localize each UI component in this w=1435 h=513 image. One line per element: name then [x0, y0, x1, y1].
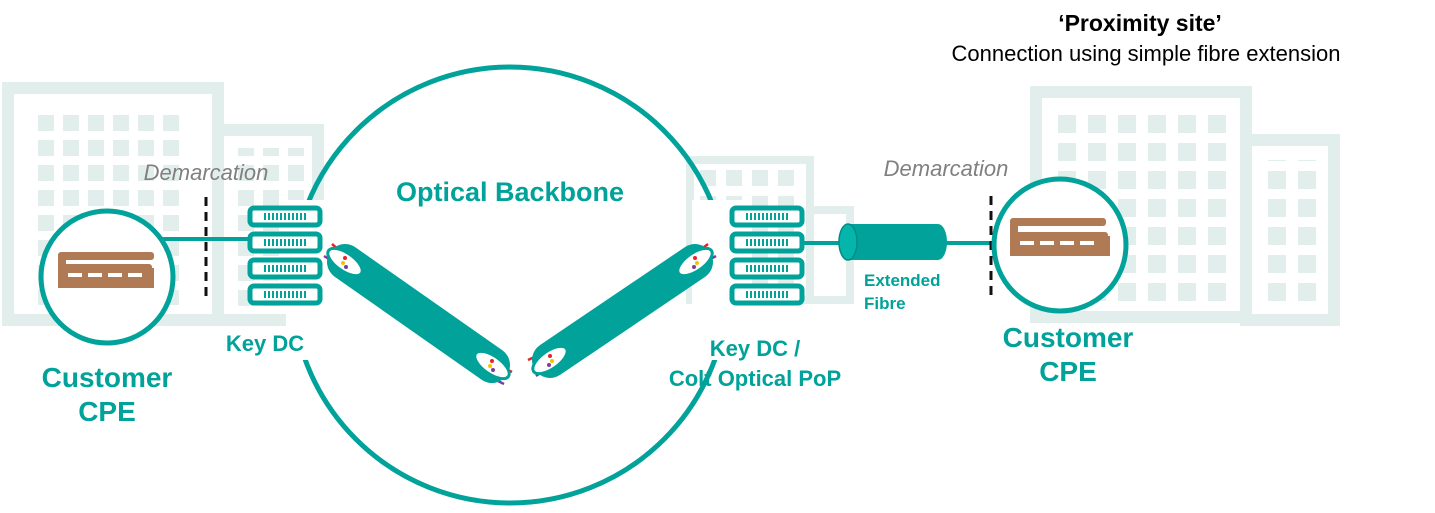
customer-cpe-right-label-line2: CPE: [1039, 356, 1097, 387]
customer-cpe-right-icon: [991, 176, 1129, 314]
optical-backbone-label: Optical Backbone: [395, 177, 625, 207]
extended-fibre-icon: [838, 223, 947, 261]
fibre-cable-right-icon: [527, 243, 717, 378]
extended-fibre-label-line2: Fibre: [864, 294, 906, 313]
key-dc-pop-label-line2: Colt Optical PoP: [668, 366, 842, 391]
demarcation-label-left: Demarcation: [143, 160, 269, 185]
key-dc-label: Key DC: [225, 331, 305, 356]
customer-cpe-left-label-line1: Customer: [41, 362, 173, 393]
customer-cpe-right-label-line1: Customer: [1002, 322, 1134, 353]
customer-cpe-left-label-line2: CPE: [78, 396, 136, 427]
page-title: ‘Proximity site’: [1058, 10, 1222, 36]
page-subtitle: Connection using simple fibre extension: [951, 41, 1341, 66]
pop-server-icon: [729, 205, 805, 306]
key-dc-pop-label-line1: Key DC /: [709, 336, 801, 361]
demarcation-label-right: Demarcation: [883, 156, 1009, 181]
key-dc-server-icon: [247, 205, 323, 306]
customer-cpe-left-icon: [38, 208, 176, 346]
fibre-cable-left-icon: [323, 243, 513, 386]
extended-fibre-label-line1: Extended: [864, 271, 941, 290]
